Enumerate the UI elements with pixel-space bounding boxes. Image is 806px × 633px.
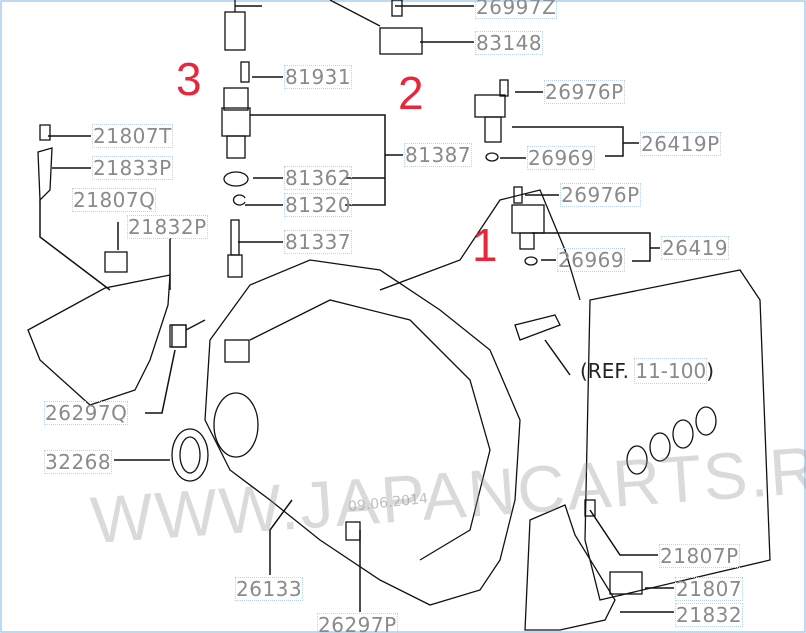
leader-lines [39,5,674,613]
part-label-81320[interactable]: 81320 [283,193,353,217]
part-label-81362[interactable]: 81362 [283,166,353,190]
part-label-83148[interactable]: 83148 [474,31,544,55]
part-label-21833P[interactable]: 21833P [92,156,173,180]
part-label-26976P[interactable]: 26976P [544,80,625,104]
sensor-81387 [221,87,251,278]
part-label-21807P[interactable]: 21807P [659,544,740,568]
reference-link[interactable]: 11-100 [634,358,708,384]
bolt-26297Q [171,319,206,348]
part-label-26133[interactable]: 26133 [234,577,304,601]
part-label-21807T[interactable]: 21807T [92,124,173,148]
sensor-83148 [329,0,423,55]
part-label-32268[interactable]: 32268 [43,450,113,474]
part-label-21832[interactable]: 21832 [674,603,744,627]
oil-pan-gasket [514,269,771,601]
part-label-26419P[interactable]: 26419P [640,132,721,156]
connector-top [224,0,246,51]
callout-1: 1 [472,219,498,271]
part-label-81337[interactable]: 81337 [283,230,353,254]
bolt-81931 [240,61,250,83]
part-label-81387[interactable]: 81387 [403,143,473,167]
part-label-21832P[interactable]: 21832P [127,215,208,239]
seal-32268 [171,428,209,482]
part-label-26969[interactable]: 26969 [526,146,596,170]
sensor-26419 [511,186,545,266]
part-label-26297P[interactable]: 26297P [317,613,398,633]
part-label-26969[interactable]: 26969 [556,248,626,272]
bracket-right [524,499,643,631]
part-label-81931[interactable]: 81931 [283,65,353,89]
part-label-21807Q[interactable]: 21807Q [71,188,157,212]
reference-note: (REF. 11-100) [580,358,714,384]
part-label-26997Z[interactable]: 26997Z [474,0,558,19]
part-label-21807[interactable]: 21807 [674,577,744,601]
callout-2: 2 [398,67,424,119]
part-label-26297Q[interactable]: 26297Q [43,401,129,425]
part-label-26419[interactable]: 26419 [660,236,730,260]
sensor-26419P [474,79,509,162]
callout-3: 3 [176,53,202,105]
transmission-case-26133 [204,189,581,606]
reference-prefix: (REF. [580,359,629,383]
part-label-26976P[interactable]: 26976P [560,183,641,207]
reference-suffix: ) [706,359,714,383]
